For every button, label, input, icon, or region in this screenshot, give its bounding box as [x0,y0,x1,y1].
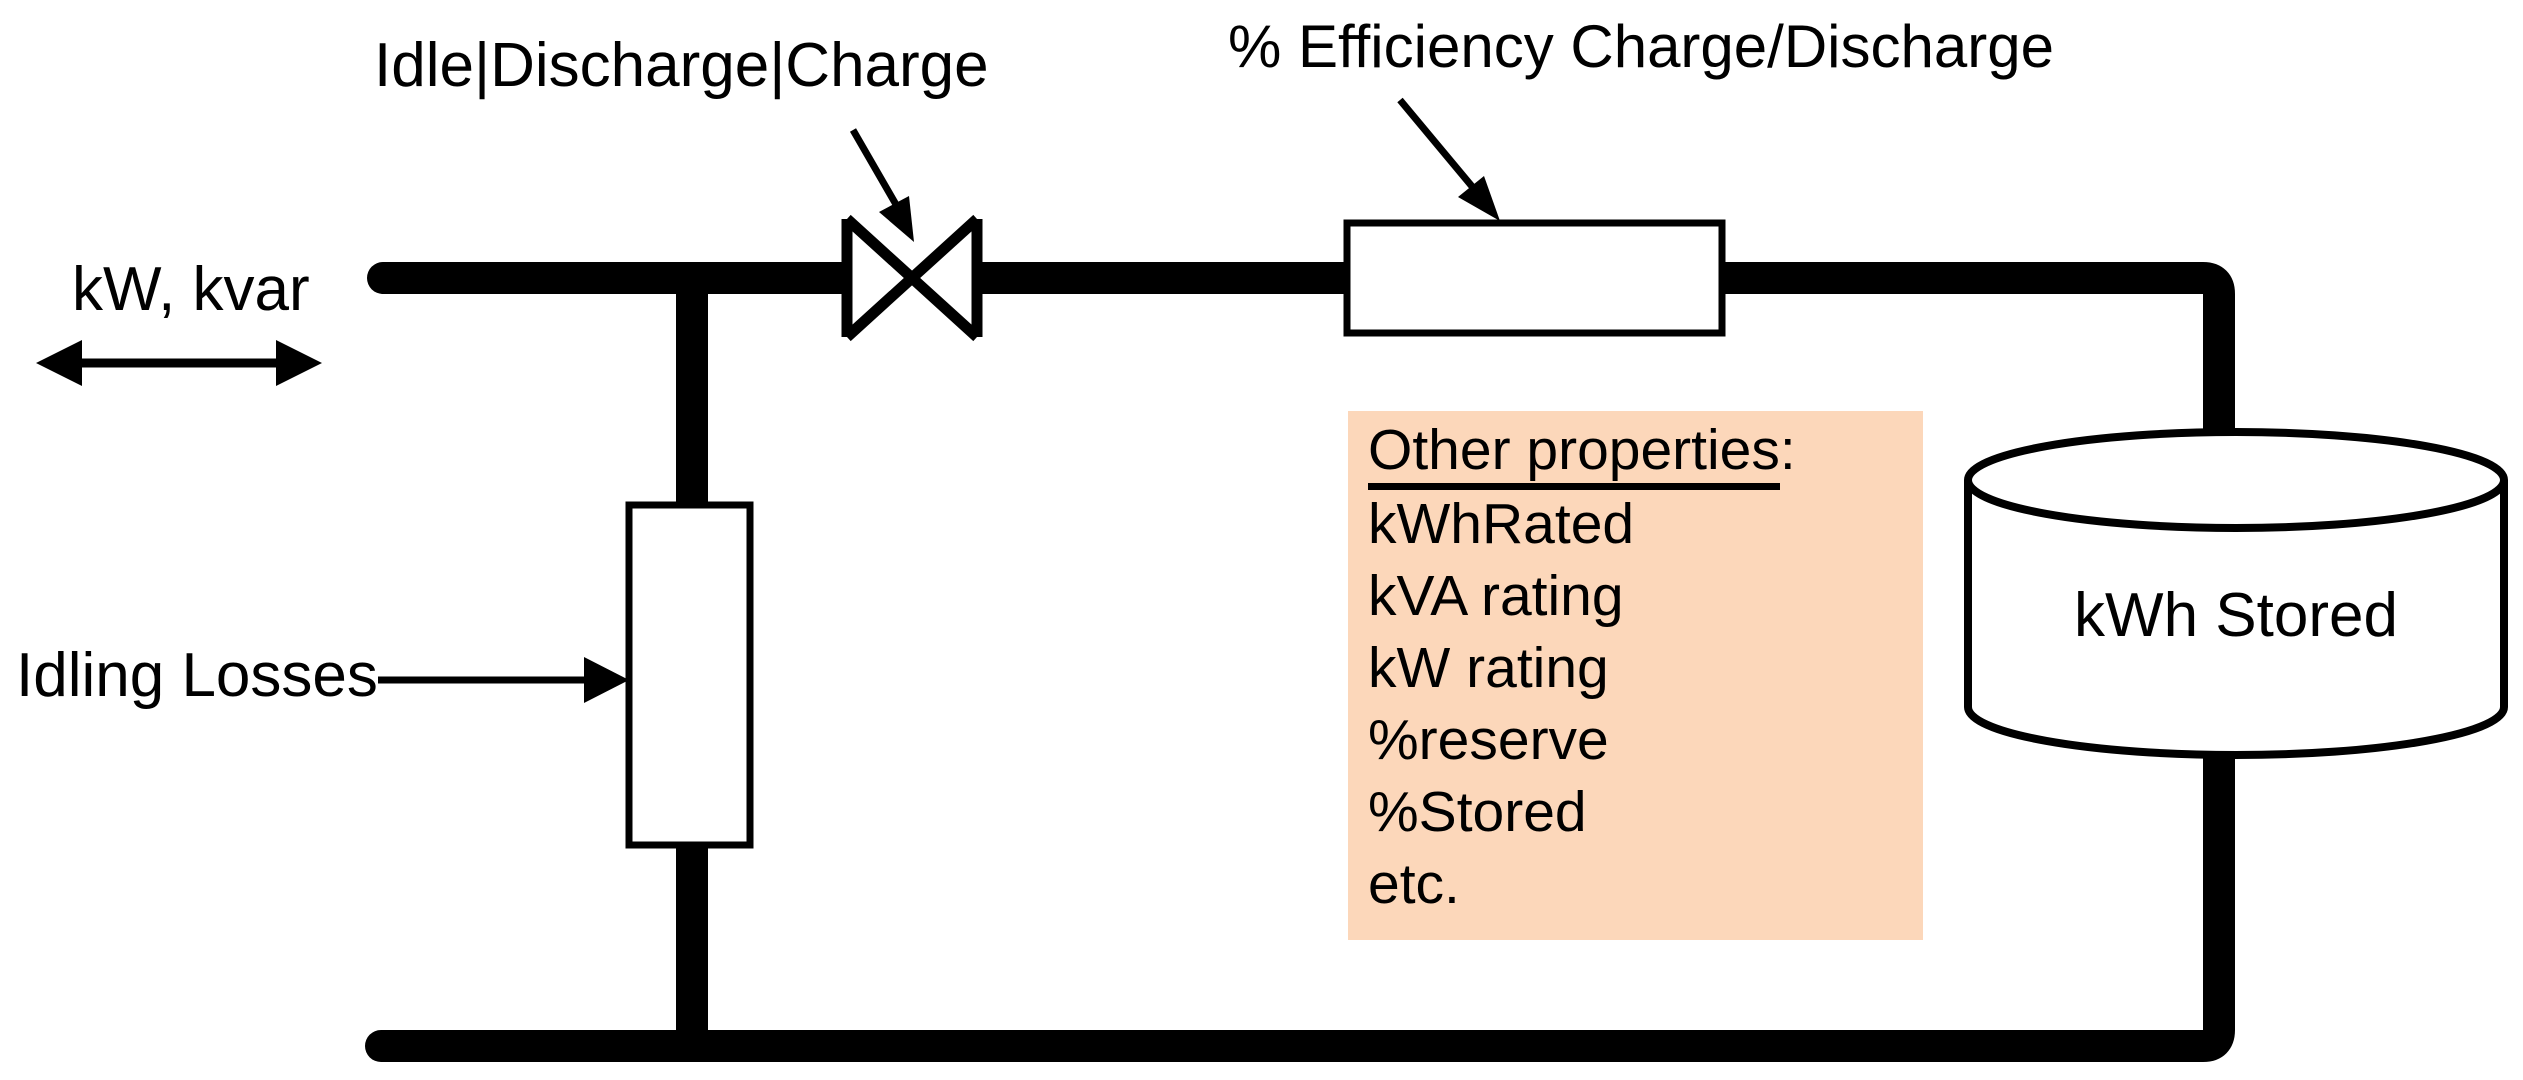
bottom-bus-line [365,684,2235,1062]
idling-losses-label: Idling Losses [16,641,378,710]
mode-arrow [849,128,914,242]
efficiency-label: % Efficiency Charge/Discharge [1228,13,2054,80]
idling-loss-resistor [625,501,754,849]
power-flow-double-arrow [36,340,322,386]
property-item-kva-rating: kVA rating [1368,564,1624,628]
property-item-stored: %Stored [1368,780,1587,844]
efficiency-arrow [1397,97,1500,221]
valve-icon [841,214,983,342]
mode-label: Idle|Discharge|Charge [374,31,989,100]
properties-box [1348,411,1923,940]
top-bus-line [367,262,2235,496]
property-item-reserve: %reserve [1368,708,1609,772]
property-item-etc: etc. [1368,852,1460,916]
storage-cylinder-body [1964,480,2508,759]
storage-cylinder-top [1964,428,2508,532]
property-item-kw-rating: kW rating [1368,636,1609,700]
properties-heading-colon: : [1779,418,1796,482]
properties-heading: Other properties: [1368,414,1796,490]
efficiency-block [1343,219,1726,337]
idling-losses-arrow [378,657,629,703]
kwh-stored-label: kWh Stored [2074,581,2398,650]
property-item-kwhrated: kWhRated [1368,492,1635,556]
power-terminal-label: kW, kvar [72,255,310,324]
properties-box-text: Other properties: kWhRated kVA rating kW… [1368,414,1796,920]
